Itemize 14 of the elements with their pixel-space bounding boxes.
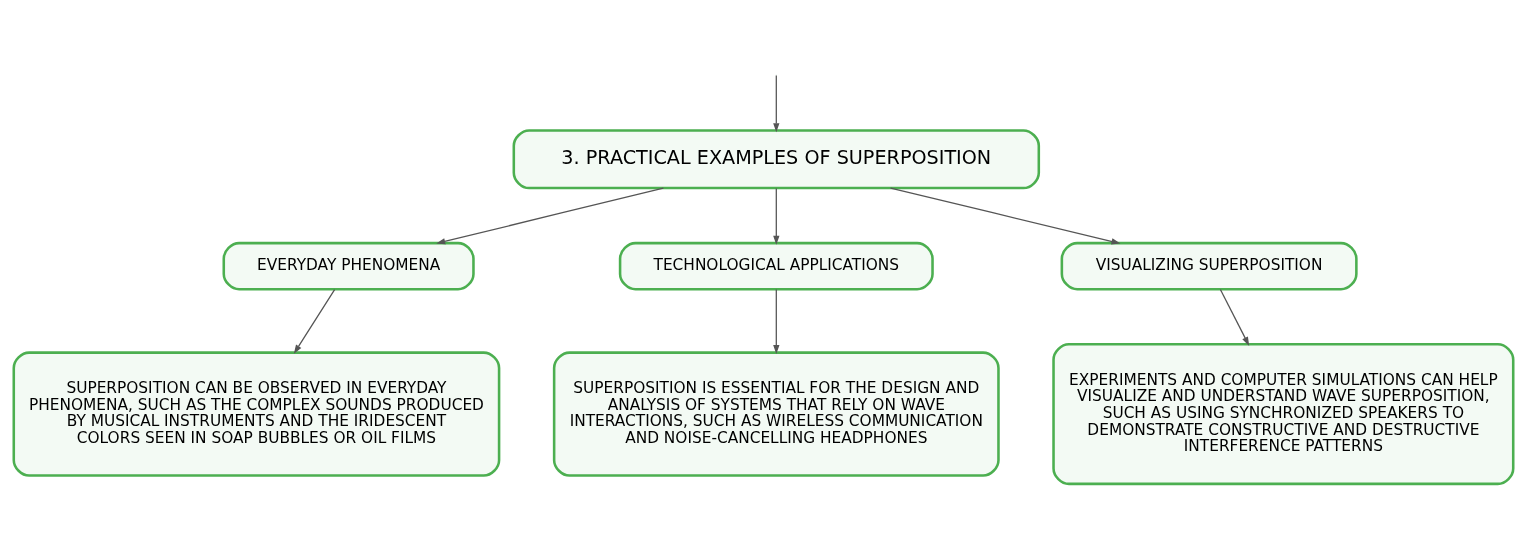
node-box: VISUALIZING SUPERPOSITION: [1060, 241, 1358, 291]
arrow: [293, 288, 336, 354]
node-box: EVERYDAY PHENOMENA: [222, 241, 475, 291]
arrow: [436, 187, 664, 245]
node-box: TECHNOLOGICAL APPLICATIONS: [618, 241, 934, 291]
arrow: [773, 288, 780, 355]
arrow: [1219, 288, 1250, 346]
node-box: SUPERPOSITION CAN BE OBSERVED IN EVERYDAY PHENOMENA, SUCH AS THE COMPLEX SOUNDS PRODUCED BY MUSICAL INSTRUMENTS AND THE IRIDESCENT COLORS SEEN IN SOAP BUBBLES OR OIL FILMS: [12, 351, 501, 477]
arrow: [889, 187, 1121, 245]
node-box: 3. PRACTICAL EXAMPLES OF SUPERPOSITION: [512, 129, 1041, 190]
node-box: EXPERIMENTS AND COMPUTER SIMULATIONS CAN HELP VISUALIZE AND UNDERSTAND WAVE SUPERPOSITION, SUCH AS USING SYNCHRONIZED SPEAKERS TO DEMONSTRATE CONSTRUCTIVE AND DESTRUCTIVE INTERFERENCE PATTERNS: [1052, 343, 1515, 486]
arrow: [773, 74, 780, 133]
node-box: SUPERPOSITION IS ESSENTIAL FOR THE DESIGN AND ANALYSIS OF SYSTEMS THAT RELY ON WAVE INTERACTIONS, SUCH AS WIRELESS COMMUNICATION AND NOISE-CANCELLING HEADPHONES: [552, 351, 1000, 477]
arrow: [773, 187, 780, 245]
